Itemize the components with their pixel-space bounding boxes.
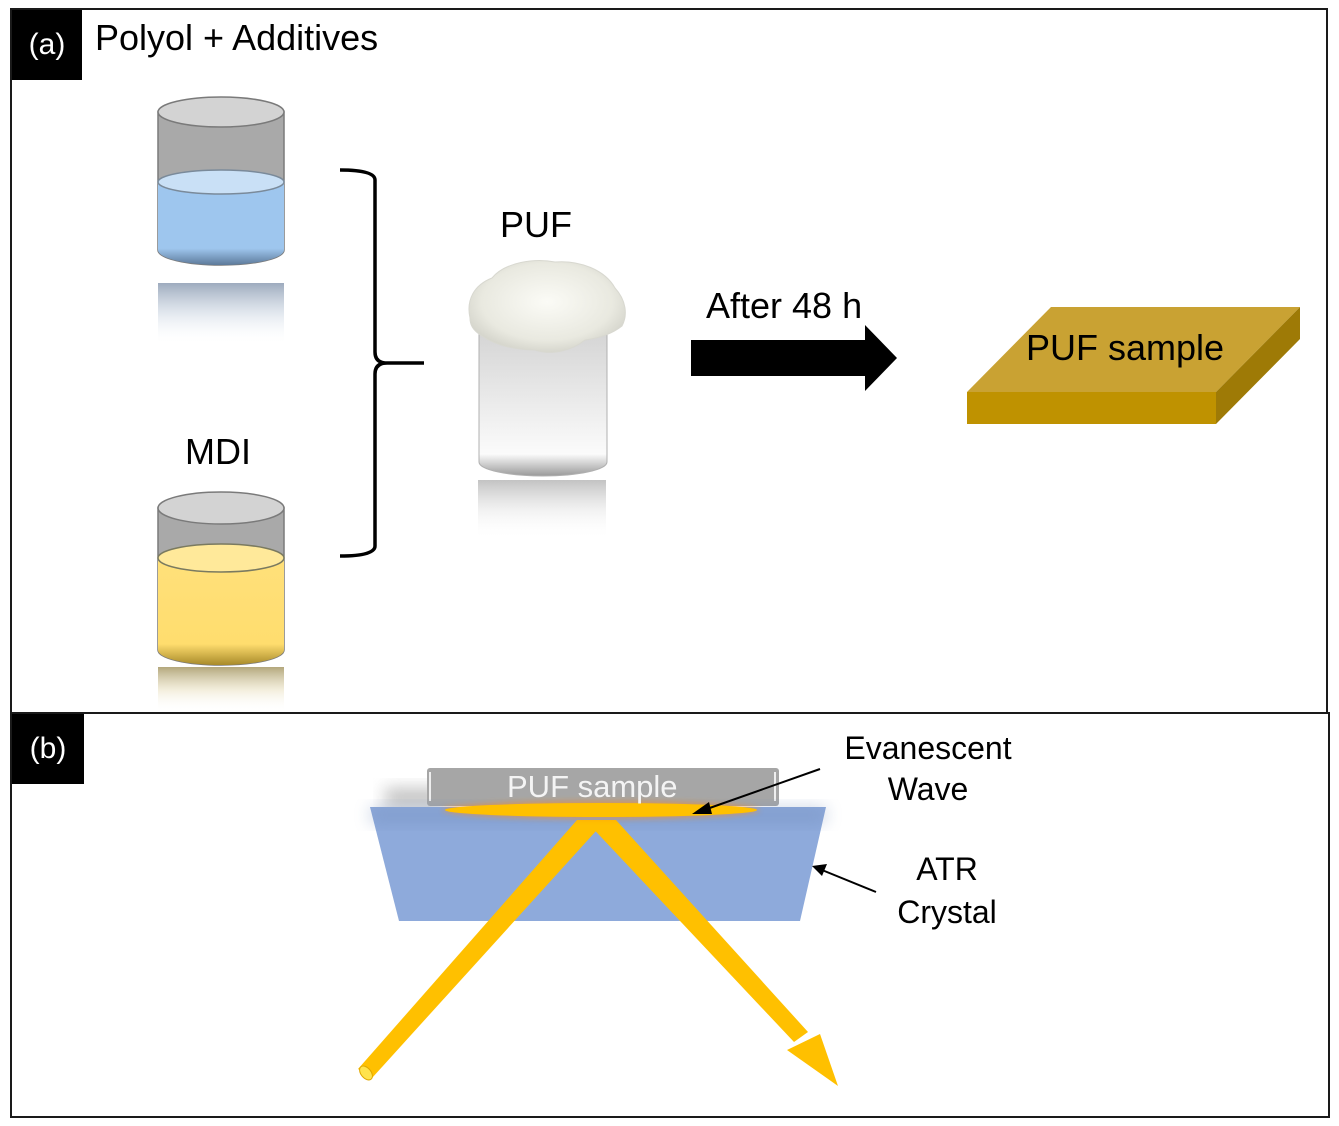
evanescent-label-line1: Evanescent xyxy=(844,730,1012,766)
atr-setup xyxy=(358,768,877,1086)
atr-puf-sample xyxy=(427,768,779,806)
atr-puf-sample-label: PUF sample xyxy=(507,769,678,804)
mdi-liquid xyxy=(158,560,284,665)
polyol-beaker-reflection xyxy=(158,283,284,345)
merge-brace xyxy=(339,168,424,558)
panel-b-tag: (b) xyxy=(12,714,84,784)
atr-crystal xyxy=(370,807,826,921)
evanescent-pointer-arrow xyxy=(692,768,821,814)
puf-sample-slab-label: PUF sample xyxy=(1026,327,1225,368)
puf-sample-slab xyxy=(967,307,1300,424)
mdi-beaker-reflection xyxy=(158,667,284,712)
foam-cap xyxy=(468,260,626,353)
incoming-beam xyxy=(358,820,606,1078)
crystal-pointer-arrow xyxy=(812,864,877,893)
atr-label-line1: ATR xyxy=(916,851,978,887)
puf-beaker-reflection xyxy=(478,480,606,540)
after-48h-label: After 48 h xyxy=(706,285,863,326)
panel-a-tag: (a) xyxy=(12,10,82,80)
ir-beam xyxy=(358,820,838,1086)
outgoing-beam-head xyxy=(787,1034,838,1086)
outgoing-beam xyxy=(585,820,808,1042)
polyol-additives-label: Polyol + Additives xyxy=(95,17,379,58)
crystal-label-line2: Crystal xyxy=(897,894,997,930)
evanescent-label-line2: Wave xyxy=(887,771,969,807)
mdi-beaker xyxy=(157,491,285,712)
puf-label: PUF xyxy=(500,204,572,245)
polyol-liquid xyxy=(158,182,284,265)
process-arrow xyxy=(691,325,897,391)
polyol-beaker xyxy=(157,96,285,345)
puf-foam-beaker xyxy=(468,260,626,540)
mdi-label: MDI xyxy=(185,431,251,472)
evanescent-wave xyxy=(445,803,757,817)
